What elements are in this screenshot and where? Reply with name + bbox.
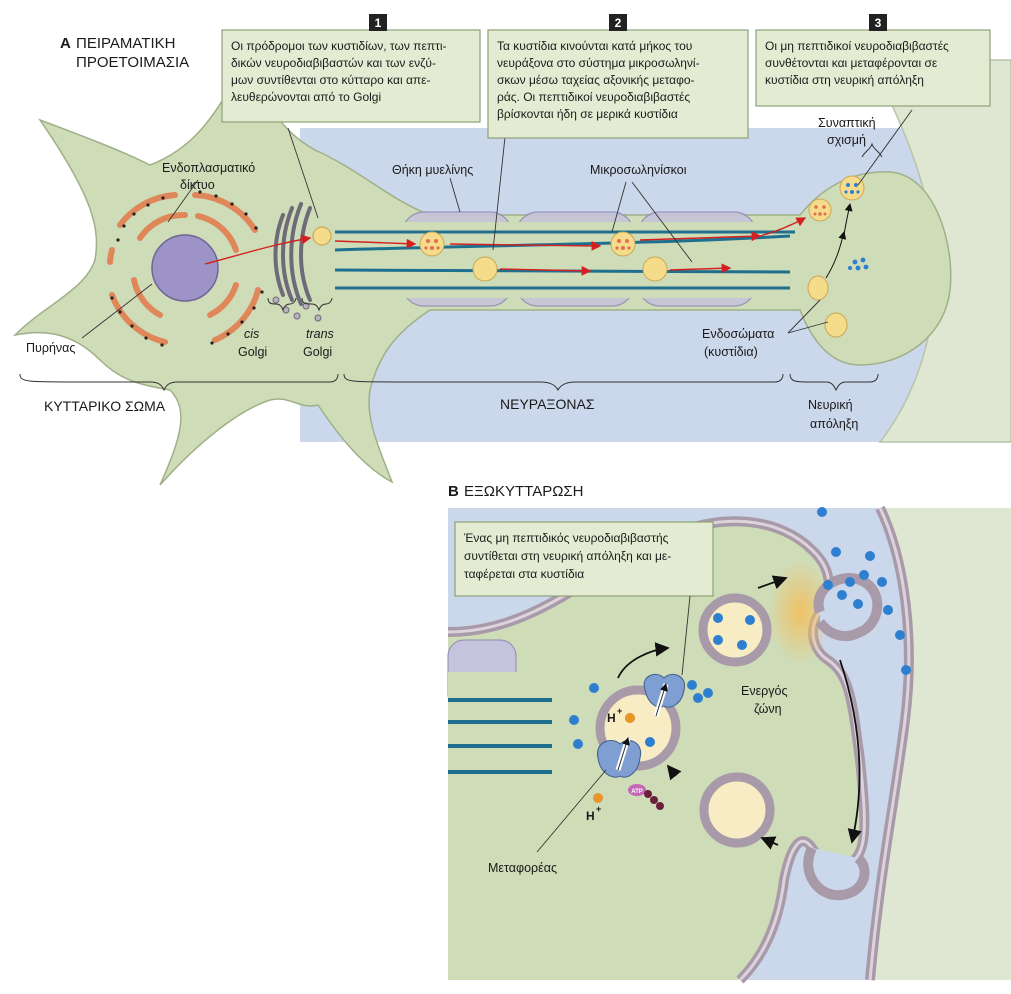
step-1-line: λευθερώνονται από το Golgi — [231, 90, 381, 104]
axon-vesicles — [419, 231, 668, 282]
er-label: Ενδοπλασματικό — [162, 161, 255, 175]
step-2-callout: 2 Τα κυστίδια κινούνται κατά μήκος του ν… — [487, 14, 749, 139]
vesicle-full — [698, 593, 772, 667]
panel-a-title: ΠΕΙΡΑΜΑΤΙΚΗ — [76, 35, 175, 52]
golgi-vesicles — [272, 296, 322, 322]
step-2-line: ράς. Οι πεπτιδικοί νευροδιαβιβαστές — [497, 90, 690, 104]
step-number: 1 — [375, 16, 382, 30]
transport-arrows — [204, 217, 807, 276]
microtubules-label: Μικροσωληνίσκοι — [590, 163, 687, 177]
step-2-line: Τα κυστίδια κινούνται κατά μήκος του — [497, 39, 692, 53]
ribosome-dots — [110, 190, 264, 347]
proton-sup: + — [596, 804, 601, 814]
postsynaptic-region — [870, 508, 1011, 980]
nucleus-label: Πυρήνας — [26, 341, 75, 355]
panel-a-title: ΠΡΟΕΤΟΙΜΑΣΙΑ — [76, 54, 189, 71]
step-3-callout: 3 Οι μη πεπτιδικοί νευροδιαβιβαστές συνθ… — [755, 14, 991, 107]
panel-a: 1 Οι πρόδρομοι των κυστιδίων, των πεπτι-… — [12, 14, 1011, 486]
panel-b-letter: B — [448, 483, 459, 500]
budding-vesicle — [312, 226, 332, 246]
golgi-label: Golgi — [238, 345, 267, 359]
step-number: 3 — [875, 16, 882, 30]
section-braces — [19, 373, 879, 392]
svg-text:ATP: ATP — [631, 789, 643, 795]
vesicle-recycled — [699, 772, 775, 848]
proton-pump — [596, 737, 642, 778]
nucleus — [151, 234, 219, 302]
cytosolic-transmitters — [569, 680, 713, 749]
endosomes-label: (κυστίδια) — [704, 345, 758, 359]
step-2-line: νευράξονα στο σύστημα μικροσωληνί- — [497, 56, 700, 70]
step-1-line: Οι πρόδρομοι των κυστιδίων, των πεπτι- — [231, 39, 447, 53]
panel-b-callout: Ένας μη πεπτιδικός νευροδιαβιβαστής συντ… — [454, 521, 714, 597]
golgi-braces — [267, 297, 333, 312]
step-1-callout: 1 Οι πρόδρομοι των κυστιδίων, των πεπτι-… — [221, 14, 481, 123]
cleft-transmitters — [817, 507, 911, 675]
terminal-label: απόληξη — [810, 417, 858, 431]
proton-dot — [593, 793, 603, 803]
step-2-line: σκων μέσω ταχείας αξονικής μεταφο- — [497, 73, 695, 87]
cycle-arrows — [617, 575, 862, 850]
panel-b-microtubules — [448, 698, 552, 774]
svg-text:ταφέρεται στα κυστίδια: ταφέρεται στα κυστίδια — [464, 567, 584, 581]
step-number: 2 — [615, 16, 622, 30]
panel-b: B ΕΞΩΚΥΤΤΑΡΩΣΗ — [447, 483, 1011, 984]
endocytosing-vesicle — [803, 845, 870, 901]
callout-leader — [681, 595, 691, 676]
golgi-label: Golgi — [303, 345, 332, 359]
synaptic-cleft-brace — [861, 142, 883, 158]
cell-body-label: ΚΥΤΤΑΡΙΚΟ ΣΩΜΑ — [44, 398, 166, 414]
vmat-transporter — [643, 674, 686, 717]
terminal-arrows — [825, 203, 853, 279]
proton-label: H — [586, 809, 595, 823]
panel-b-title: ΕΞΩΚΥΤΤΑΡΩΣΗ — [464, 483, 584, 500]
axon-label: ΝΕΥΡΑΞΟΝΑΣ — [500, 396, 595, 412]
step-3-line: Οι μη πεπτιδικοί νευροδιαβιβαστές — [765, 39, 949, 53]
panel-a-letter: A — [60, 35, 71, 52]
svg-text:Ένας μη πεπτιδικός νευροδιαβιβ: Ένας μη πεπτιδικός νευροδιαβιβαστής — [463, 531, 669, 545]
step-2-line: βρίσκονται ήδη σε μερικά κυστίδια — [497, 107, 678, 121]
endosomes-label: Ενδοσώματα — [702, 327, 774, 341]
proton-sup: + — [617, 706, 622, 716]
active-zone-label: Ενεργός — [741, 684, 788, 698]
step-3-line: συνθέτονται και μεταφέρονται σε — [765, 56, 938, 70]
svg-text:συντίθεται στη νευρική απόληξη: συντίθεται στη νευρική απόληξη και με- — [464, 549, 671, 563]
step-1-line: δικών νευροδιαβιβαστών και των ενζύ- — [231, 56, 436, 70]
step-1-line: μων συντίθενται στο κύτταρο και απε- — [231, 73, 431, 87]
atp-molecule: ATP — [628, 784, 664, 810]
proton-label: H — [607, 711, 616, 725]
leader-lines — [81, 109, 913, 339]
synaptic-cleft-label: Συναπτική — [818, 116, 876, 130]
myelin-label: Θήκη μυελίνης — [392, 163, 473, 177]
active-zone-label: ζώνη — [754, 702, 782, 716]
synaptic-cleft-label: σχισμή — [827, 133, 866, 147]
terminal-label: Νευρική — [808, 398, 853, 412]
proton-dot — [625, 713, 635, 723]
endoplasmic-reticulum — [107, 192, 261, 345]
trans-label: trans — [306, 327, 334, 341]
cis-label: cis — [244, 327, 259, 341]
axon-core — [330, 222, 800, 298]
transporter-leader — [536, 769, 607, 853]
terminal-vesicles — [807, 175, 869, 338]
step-3-line: κυστίδια στη νευρική απόληξη — [765, 73, 924, 87]
transporter-label: Μεταφορέας — [488, 861, 557, 875]
golgi-apparatus — [273, 202, 312, 306]
er-label: δίκτυο — [180, 178, 215, 192]
